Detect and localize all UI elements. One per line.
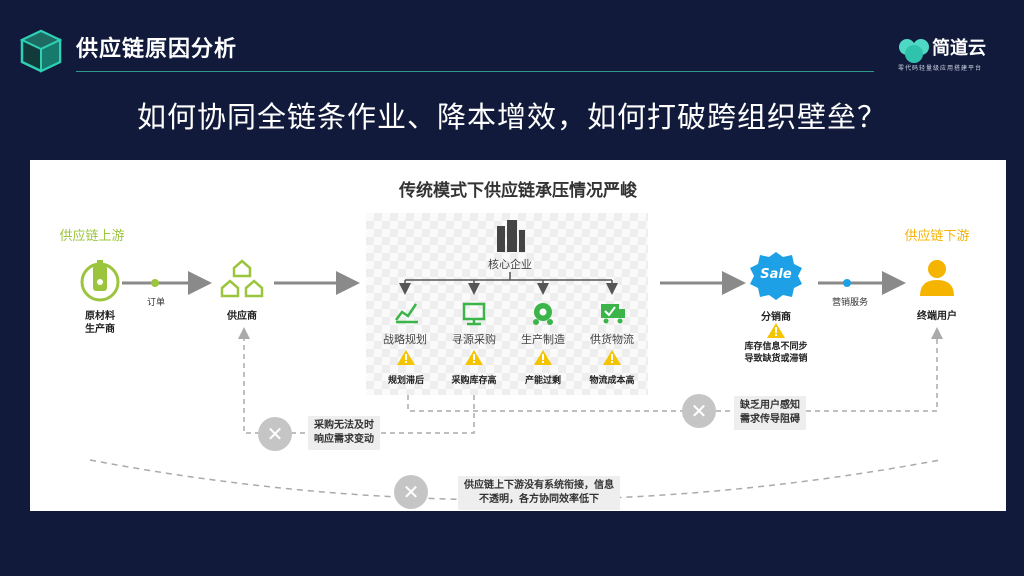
header-divider bbox=[76, 71, 874, 72]
close-circle-icon: ✕ bbox=[258, 417, 292, 451]
raw-material-icon bbox=[80, 260, 120, 302]
issue-label-sourcing: 采购库存高 bbox=[451, 376, 497, 386]
headline: 如何协同全链条作业、降本增效，如何打破跨组织壁垒？ bbox=[136, 100, 887, 134]
gear-people-icon bbox=[533, 303, 553, 325]
warning-icon bbox=[603, 350, 621, 365]
raw-material-label: 原材料 生产商 bbox=[85, 311, 115, 335]
sale-badge-icon bbox=[750, 252, 802, 300]
core-tree-lines bbox=[399, 272, 618, 295]
close-circle-icon: ✕ bbox=[394, 475, 428, 509]
close-circle-icon: ✕ bbox=[682, 394, 716, 428]
order-label: 订单 bbox=[146, 298, 166, 308]
warning-icon bbox=[534, 350, 552, 365]
issue-label-manufacturing: 产能过剩 bbox=[524, 376, 562, 386]
distributor-issue: 库存信息不同步 导致缺货或滞销 bbox=[744, 342, 808, 364]
chart-up-icon bbox=[395, 303, 418, 324]
sale-badge-text: Sale bbox=[760, 267, 792, 282]
flow-arrow-order bbox=[122, 271, 212, 295]
end-user-icon bbox=[920, 260, 954, 296]
page-title: 供应链原因分析 bbox=[76, 37, 238, 62]
distributor-label: 分销商 bbox=[761, 312, 791, 323]
no-connection-note: 供应链上下游没有系统衔接，信息 不透明，各方协同效率低下 bbox=[458, 476, 620, 510]
logo-tagline: 零代码轻量级应用搭建平台 bbox=[898, 65, 983, 72]
jiandaoyun-logo-icon bbox=[899, 39, 929, 63]
warning-icon bbox=[767, 323, 785, 338]
upstream-downstream-arc bbox=[89, 459, 941, 501]
issue-label-strategy: 规划滞后 bbox=[387, 376, 425, 386]
marketing-label: 营销服务 bbox=[831, 298, 869, 308]
diagram-title: 传统模式下供应链承压情况严峻 bbox=[399, 181, 637, 201]
dept-label-manufacturing: 生产制造 bbox=[521, 333, 565, 346]
cart-screen-icon bbox=[462, 302, 486, 326]
procurement-note: 采购无法及时 响应需求变动 bbox=[308, 416, 380, 450]
truck-check-icon bbox=[601, 304, 625, 324]
downstream-label: 供应链下游 bbox=[904, 229, 970, 244]
user-feedback-line bbox=[407, 327, 943, 412]
warning-icon bbox=[397, 350, 415, 365]
supplier-label: 供应商 bbox=[227, 311, 257, 322]
building-icon bbox=[497, 220, 525, 252]
user-perception-note: 缺乏用户感知 需求传导阻碍 bbox=[734, 396, 806, 430]
end-user-label: 终端用户 bbox=[917, 311, 957, 322]
dept-label-sourcing: 寻源采购 bbox=[452, 333, 496, 346]
dept-label-strategy: 战略规划 bbox=[383, 333, 427, 346]
warning-icon bbox=[465, 350, 483, 365]
dept-label-logistics: 供货物流 bbox=[590, 333, 634, 346]
logo-name: 简道云 bbox=[932, 38, 986, 59]
flow-arrow-marketing bbox=[818, 271, 906, 295]
core-enterprise-label: 核心企业 bbox=[488, 258, 532, 271]
cube-logo-icon bbox=[19, 29, 63, 73]
supplier-houses-icon bbox=[220, 259, 264, 298]
upstream-label: 供应链上游 bbox=[59, 229, 125, 244]
issue-label-logistics: 物流成本高 bbox=[589, 376, 635, 386]
